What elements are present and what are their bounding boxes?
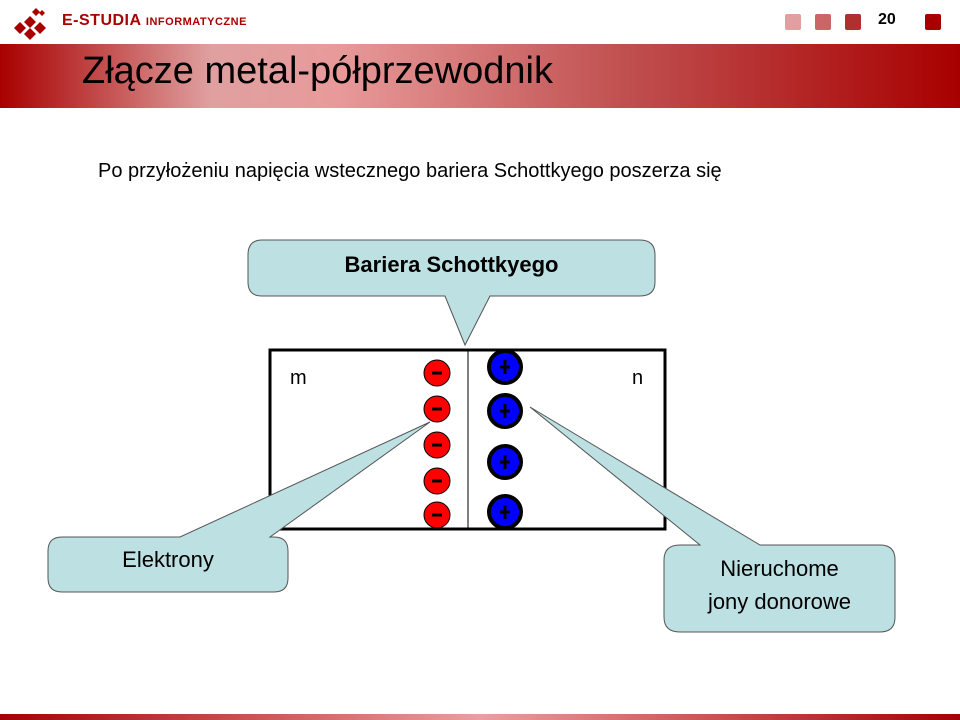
brand-name: E-STUDIA INFORMATYCZNE	[62, 12, 247, 30]
brand-suffix: INFORMATYCZNE	[145, 16, 247, 28]
footer-bar	[0, 714, 960, 720]
callout-electrons	[47, 421, 431, 593]
nav-square-2	[815, 14, 831, 30]
nav-square-3	[845, 14, 861, 30]
nav-square-1	[785, 14, 801, 30]
slide-title: Złącze metal-półprzewodnik	[82, 50, 553, 92]
donor-ion-icon	[487, 393, 523, 429]
electron-icon	[423, 467, 451, 495]
callout-ions-text-2: jony donorowe	[707, 589, 852, 614]
electron-icon	[423, 501, 451, 529]
nav-square-4	[925, 14, 941, 30]
slide-subtitle: Po przyłożeniu napięcia wstecznego barie…	[98, 160, 722, 182]
logo-icon	[14, 8, 46, 40]
callout-electrons-text: Elektrony	[122, 547, 214, 572]
callout-ions	[529, 406, 896, 633]
electron-icon	[423, 395, 451, 423]
label-metal: m	[290, 367, 307, 389]
electron-icon	[423, 359, 451, 387]
callout-barrier-text: Bariera Schottkyego	[344, 252, 559, 277]
donor-ion-icon	[487, 494, 523, 530]
page-number: 20	[878, 11, 896, 28]
brand-text: E-STUDIA	[62, 12, 141, 29]
donor-ion-icon	[487, 444, 523, 480]
callout-ions-text-1: Nieruchome	[720, 556, 839, 581]
callout-barrier	[247, 239, 656, 347]
title-banner	[0, 44, 960, 108]
donor-ion-icon	[487, 349, 523, 385]
label-semiconductor: n	[632, 367, 644, 389]
logo	[10, 6, 50, 40]
electron-icon	[423, 431, 451, 459]
